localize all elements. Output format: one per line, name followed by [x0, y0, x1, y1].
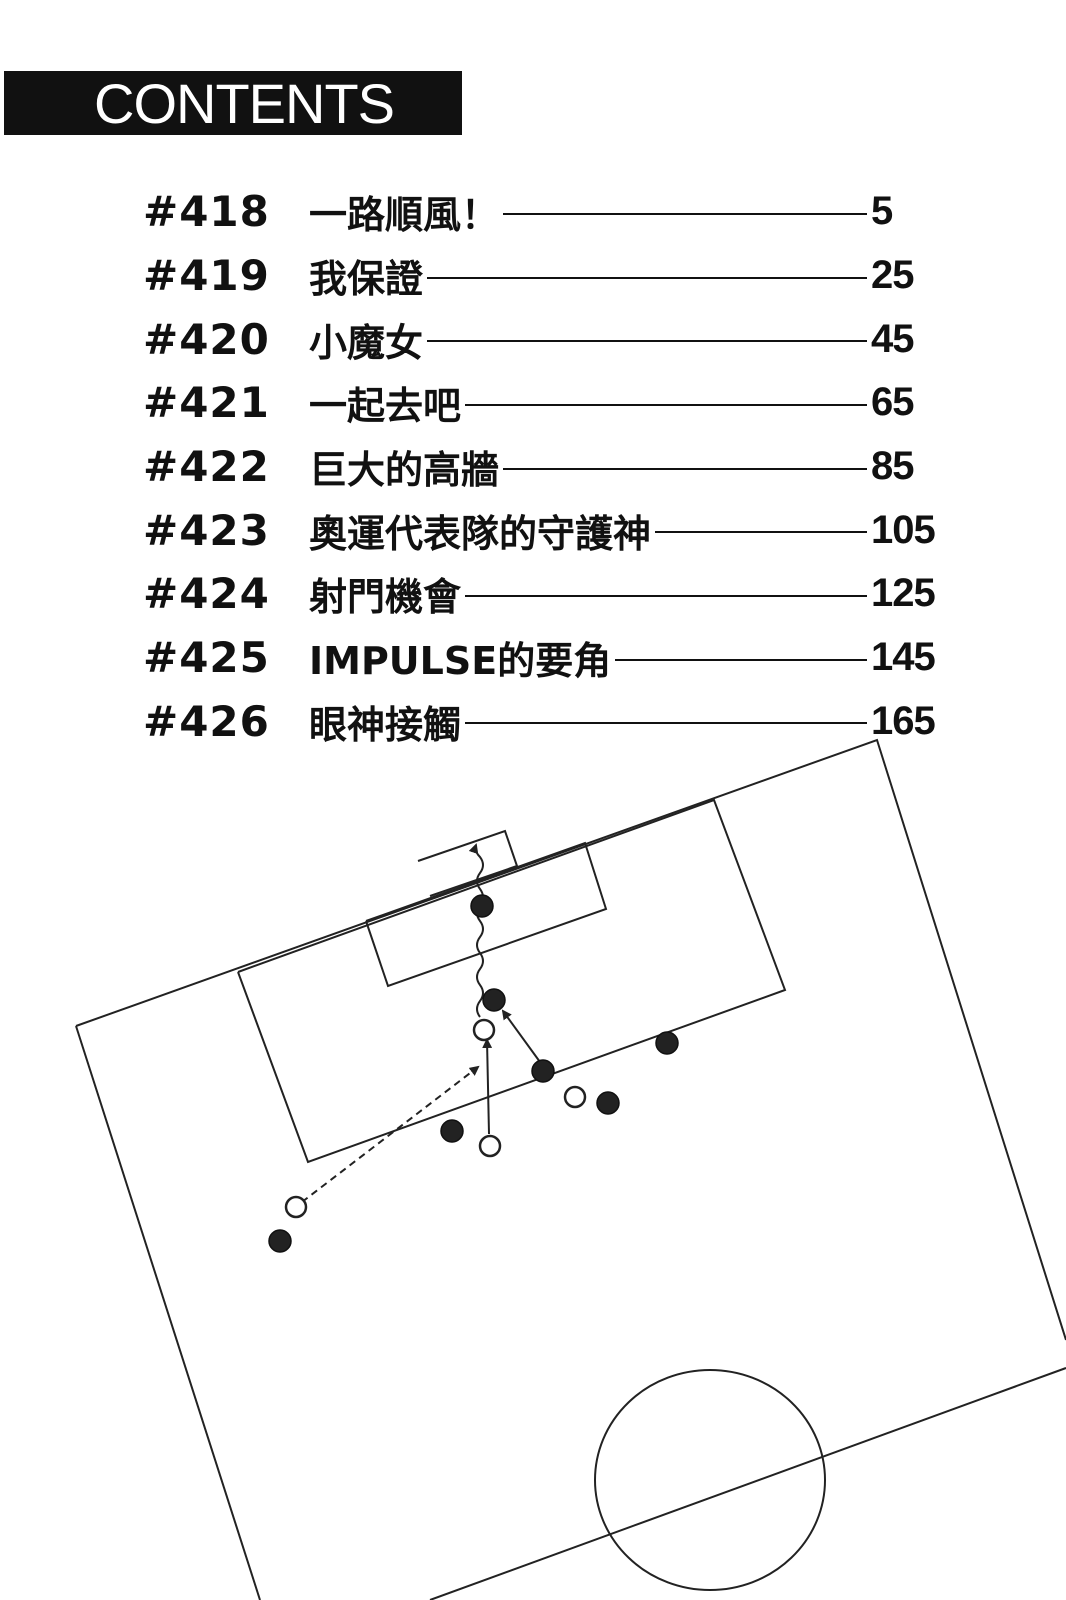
goal	[417, 829, 519, 897]
toc-entry-425[interactable]: #425 IMPULSE的要角 145	[143, 626, 943, 690]
chapter-number: #423	[143, 505, 270, 555]
run-arrow	[482, 1038, 493, 1135]
player-dark	[482, 988, 506, 1012]
soccer-pitch-diagram	[75, 738, 1066, 1600]
chapter-title: 我保證	[309, 257, 424, 302]
chapter-number: #426	[143, 696, 270, 746]
page-number: 165	[871, 698, 936, 743]
toc-entry-422[interactable]: #422 巨大的高牆 85	[143, 435, 943, 499]
run-arrow	[501, 1009, 541, 1063]
leader-line	[615, 658, 867, 661]
leader-line	[503, 212, 867, 215]
table-of-contents: #418 一路順風！ 5 #419 我保證 25 #420 小魔女 45 #42…	[143, 180, 943, 753]
player-light	[472, 1018, 496, 1042]
toc-entry-426[interactable]: #426 眼神接觸 165	[143, 690, 943, 754]
toc-entry-420[interactable]: #420 小魔女 45	[143, 307, 943, 371]
leader-line	[465, 594, 867, 597]
chapter-title: 小魔女	[309, 320, 424, 365]
chapter-number: #424	[143, 569, 270, 619]
chapter-number: #421	[143, 378, 270, 428]
toc-entry-423[interactable]: #423 奧運代表隊的守護神 105	[143, 498, 943, 562]
pass-arrow	[301, 1065, 480, 1203]
toc-entry-424[interactable]: #424 射門機會 125	[143, 562, 943, 626]
page-number: 45	[871, 316, 915, 361]
leader-line	[427, 340, 867, 343]
dribble-arrow	[468, 843, 484, 1018]
chapter-title: IMPULSE的要角	[309, 639, 612, 684]
contents-banner: CONTENTS	[4, 71, 462, 135]
player-dark	[440, 1119, 464, 1143]
chapter-title: 眼神接觸	[309, 702, 462, 747]
page-number: 105	[871, 507, 936, 552]
halfway-line	[429, 1367, 1066, 1600]
toc-entry-421[interactable]: #421 一起去吧 65	[143, 371, 943, 435]
chapter-title: 巨大的高牆	[309, 448, 500, 493]
page-number: 5	[871, 189, 893, 234]
page-number: 125	[871, 571, 936, 616]
chapter-number: #419	[143, 251, 270, 301]
chapter-title: 奧運代表隊的守護神	[309, 511, 652, 556]
page-number: 145	[871, 635, 936, 680]
player-light	[478, 1134, 502, 1158]
leader-line	[655, 531, 867, 534]
chapter-number: #425	[143, 633, 270, 683]
chapter-number: #420	[143, 314, 270, 364]
penalty-area	[237, 798, 787, 1164]
toc-entry-418[interactable]: #418 一路順風！ 5	[143, 180, 943, 244]
pitch-boundary	[75, 738, 1066, 1341]
page-number: 25	[871, 253, 915, 298]
chapter-number: #422	[143, 442, 270, 492]
page-number: 85	[871, 444, 915, 489]
leader-line	[427, 276, 867, 279]
player-dark	[655, 1031, 679, 1055]
contents-heading: CONTENTS	[94, 72, 395, 135]
page-number: 65	[871, 380, 915, 425]
toc-entry-419[interactable]: #419 我保證 25	[143, 244, 943, 308]
player-dark	[268, 1229, 292, 1253]
player-dark	[470, 894, 494, 918]
player-dark	[531, 1059, 555, 1083]
leader-line	[503, 467, 867, 470]
chapter-title: 一路順風！	[309, 193, 500, 238]
pitch-left-touchline	[75, 1025, 261, 1600]
player-dark	[596, 1091, 620, 1115]
centre-circle	[594, 1369, 826, 1591]
player-light	[563, 1085, 587, 1109]
player-light	[284, 1195, 308, 1219]
leader-line	[465, 403, 867, 406]
chapter-number: #418	[143, 187, 270, 237]
chapter-title: 射門機會	[309, 575, 462, 620]
chapter-title: 一起去吧	[309, 384, 462, 429]
leader-line	[465, 722, 867, 725]
goal-area	[365, 841, 608, 988]
